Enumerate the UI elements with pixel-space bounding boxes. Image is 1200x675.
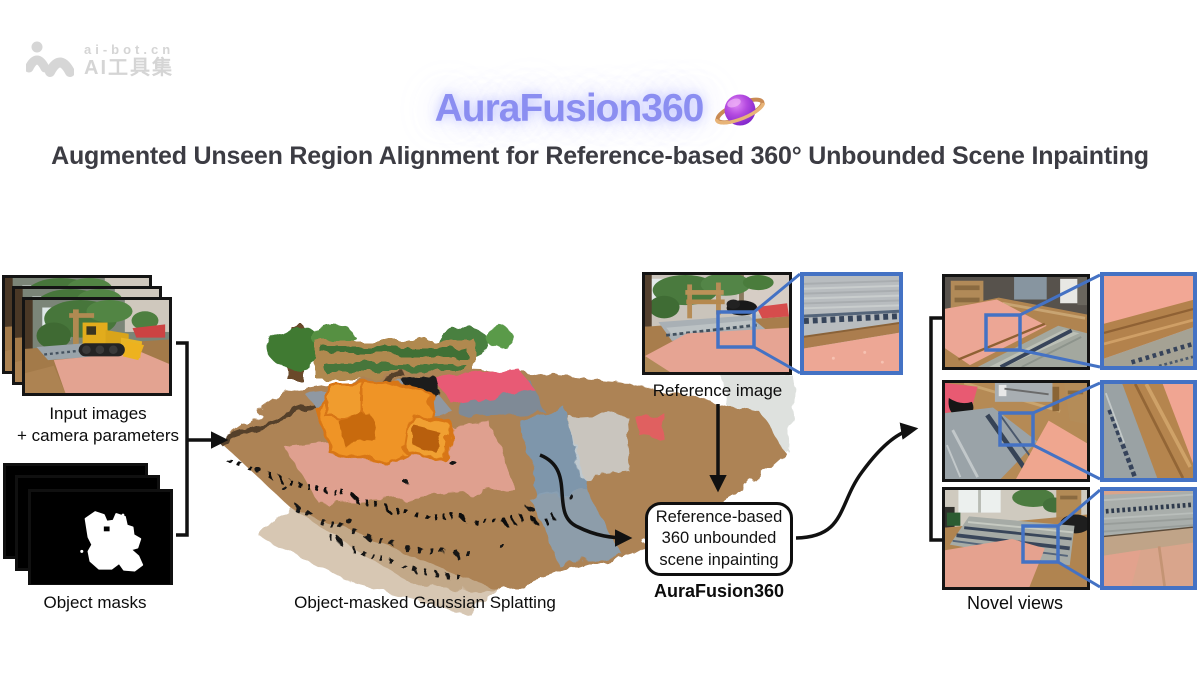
input-images-label-line2: + camera parameters (16, 426, 180, 446)
object-masks-label: Object masks (43, 593, 147, 612)
ai-bot-logo-icon (26, 41, 74, 77)
watermark-site: ai-bot.cn (84, 41, 175, 57)
reference-image (642, 272, 792, 375)
purple-ringed-planet-icon (715, 94, 766, 126)
input-images-label: Input images + camera parameters (0, 403, 198, 447)
input-images-stack (2, 275, 182, 405)
reference-zoom-inset (800, 272, 903, 375)
novel-view-1 (942, 274, 1090, 370)
page-title: AuraFusion360 (434, 87, 705, 130)
input-image-front (22, 297, 172, 396)
splat-label: Object-masked Gaussian Splatting (294, 593, 556, 612)
novel-view-3 (942, 487, 1090, 590)
object-mask-front (28, 489, 173, 585)
arrow-box-to-novel (795, 422, 919, 540)
method-box-line1: Reference-based (655, 508, 783, 527)
method-box: Reference-based 360 unbounded scene inpa… (645, 502, 793, 576)
novel-view-1-inset (1100, 272, 1197, 370)
method-caption: AuraFusion360 (653, 581, 785, 601)
page-subtitle: Augmented Unseen Region Alignment for Re… (51, 142, 1149, 170)
object-masks-stack (3, 463, 183, 593)
reference-image-label: Reference image (652, 381, 783, 400)
watermark: ai-bot.cn AI工具集 (26, 40, 174, 82)
method-box-line2: 360 unbounded (661, 529, 777, 548)
novel-view-2-inset (1100, 380, 1197, 482)
novel-view-2 (942, 380, 1090, 482)
header: AuraFusion360 (0, 84, 1200, 134)
method-box-line3: scene inpainting (659, 550, 779, 569)
input-images-label-line1: Input images (49, 404, 147, 423)
watermark-name: AI工具集 (84, 57, 174, 80)
novel-views-label: Novel views (966, 593, 1064, 613)
novel-view-3-inset (1100, 487, 1197, 590)
